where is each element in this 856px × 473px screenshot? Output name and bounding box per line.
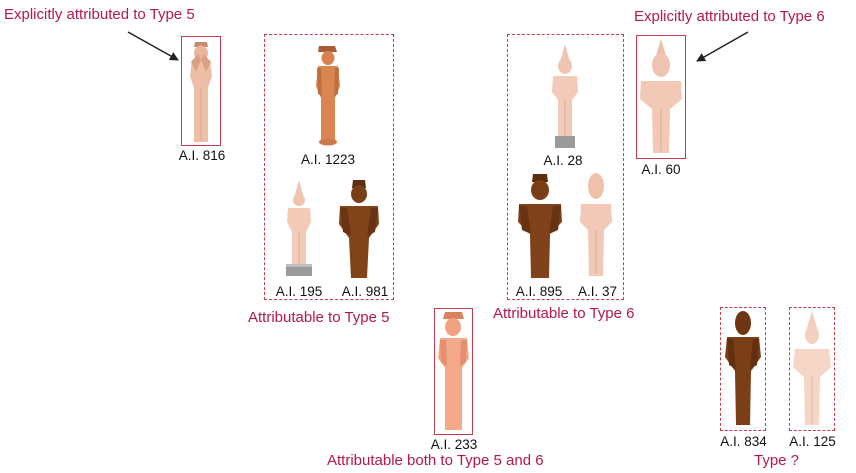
id-ai981: A.I. 981: [330, 284, 400, 299]
figurine-ai195: [284, 178, 314, 280]
id-ai816: A.I. 816: [162, 148, 242, 163]
id-ai895: A.I. 895: [504, 284, 574, 299]
id-ai1223: A.I. 1223: [288, 152, 368, 167]
arrow-to-ai60: [697, 32, 748, 61]
figurine-ai28: [550, 42, 580, 150]
id-ai233: A.I. 233: [418, 437, 490, 452]
figurine-ai1223: [313, 44, 343, 148]
figurine-ai981: [337, 178, 381, 280]
id-ai60: A.I. 60: [626, 162, 696, 177]
id-ai37: A.I. 37: [570, 284, 625, 299]
figurine-ai37: [578, 170, 614, 280]
id-ai195: A.I. 195: [264, 284, 334, 299]
figurine-ai125: [791, 309, 833, 429]
id-ai125: A.I. 125: [775, 434, 850, 449]
id-ai834: A.I. 834: [706, 434, 781, 449]
figurine-ai233: [436, 310, 471, 433]
arrow-to-ai816: [128, 32, 178, 60]
figurine-ai834: [722, 309, 764, 429]
figurine-ai60: [638, 37, 684, 157]
id-ai28: A.I. 28: [528, 153, 598, 168]
figurine-ai816: [183, 38, 219, 144]
figurine-ai895: [516, 172, 564, 282]
